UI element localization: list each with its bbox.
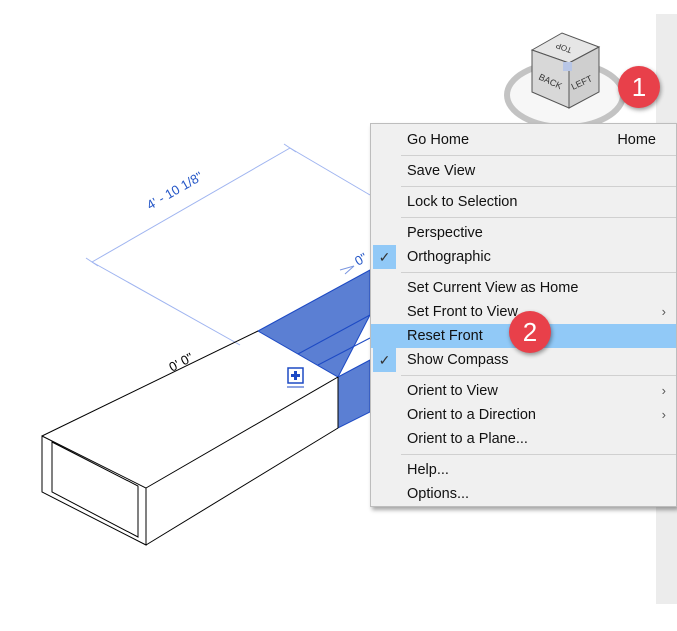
menu-item-label: Reset Front xyxy=(407,328,483,344)
menu-item-label: Show Compass xyxy=(407,352,509,368)
menu-item-label: Save View xyxy=(407,163,476,179)
menu-separator xyxy=(401,375,676,376)
dimension-partial-label: 0" xyxy=(352,249,370,268)
move-grip-icon[interactable] xyxy=(287,367,304,388)
menu-item-orient-to-plane[interactable]: Orient to a Plane... xyxy=(371,427,676,451)
viewcube[interactable]: TOP BACK LEFT xyxy=(504,32,626,130)
shortcut-label: Home xyxy=(617,132,656,148)
menu-item-go-home[interactable]: Go Home Home xyxy=(371,128,676,152)
chevron-right-icon: › xyxy=(661,383,666,398)
menu-item-orient-to-view[interactable]: Orient to View › xyxy=(371,379,676,403)
viewcube-left-face xyxy=(568,46,600,109)
menu-item-label: Orient to View xyxy=(407,383,498,399)
menu-item-label: Set Front to View xyxy=(407,304,518,320)
menu-separator xyxy=(401,186,676,187)
dimension-offset-label: 0' 0" xyxy=(166,349,196,374)
menu-item-label: Orthographic xyxy=(407,249,491,265)
menu-item-lock-to-selection[interactable]: Lock to Selection xyxy=(371,190,676,214)
chevron-right-icon: › xyxy=(661,304,666,319)
duct xyxy=(41,269,371,546)
menu-separator xyxy=(401,272,676,273)
checkmark-icon: ✓ xyxy=(373,245,396,269)
menu-separator xyxy=(401,217,676,218)
menu-item-set-front-to-view[interactable]: Set Front to View › xyxy=(371,300,676,324)
menu-item-label: Options... xyxy=(407,486,470,502)
menu-item-save-view[interactable]: Save View xyxy=(371,159,676,183)
menu-item-label: Set Current View as Home xyxy=(407,280,579,296)
callout-badge-1: 1 xyxy=(618,66,660,108)
checkmark-icon: ✓ xyxy=(373,348,396,372)
callout-badge-2: 2 xyxy=(509,311,551,353)
dimension-line xyxy=(85,143,371,346)
menu-item-options[interactable]: Options... xyxy=(371,482,676,506)
menu-item-perspective[interactable]: Perspective xyxy=(371,221,676,245)
menu-item-set-current-view-as-home[interactable]: Set Current View as Home xyxy=(371,276,676,300)
menu-item-label: Go Home xyxy=(407,132,470,148)
menu-item-label: Orient to a Plane... xyxy=(407,431,528,447)
menu-item-show-compass[interactable]: ✓ Show Compass xyxy=(371,348,676,372)
menu-item-label: Orient to a Direction xyxy=(407,407,536,423)
menu-item-label: Perspective xyxy=(407,225,483,241)
menu-item-help[interactable]: Help... xyxy=(371,458,676,482)
menu-separator xyxy=(401,155,676,156)
menu-item-orthographic[interactable]: ✓ Orthographic xyxy=(371,245,676,269)
dimension-length-label: 4' - 10 1/8" xyxy=(144,168,206,212)
menu-separator xyxy=(401,454,676,455)
menu-item-orient-to-direction[interactable]: Orient to a Direction › xyxy=(371,403,676,427)
menu-item-label: Help... xyxy=(407,462,449,478)
menu-item-label: Lock to Selection xyxy=(407,194,518,210)
chevron-right-icon: › xyxy=(661,407,666,422)
